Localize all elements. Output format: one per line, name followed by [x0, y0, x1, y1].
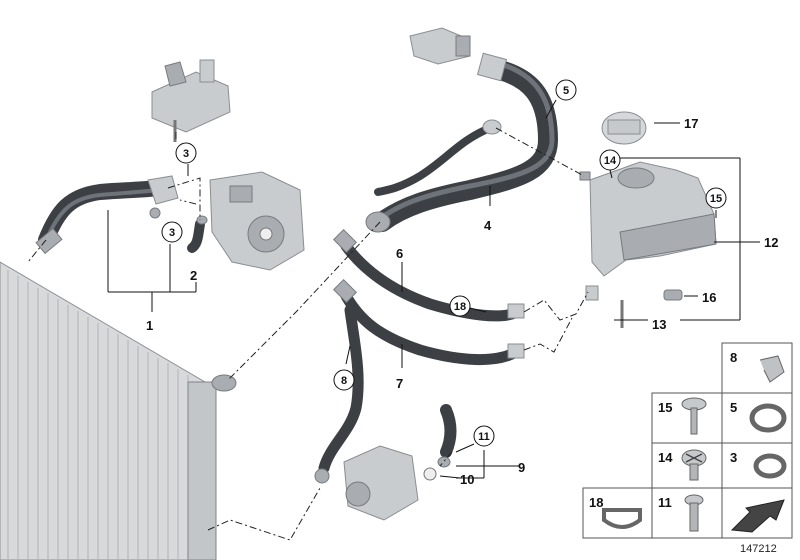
- leader-lines: [107, 99, 760, 479]
- svg-text:6: 6: [396, 246, 403, 261]
- svg-text:12: 12: [764, 235, 778, 250]
- thermostat-housing: [409, 27, 471, 65]
- callout-14: 14: [599, 149, 621, 171]
- svg-text:15: 15: [710, 193, 722, 205]
- svg-text:7: 7: [396, 376, 403, 391]
- hose-5: [372, 52, 558, 232]
- svg-text:2: 2: [190, 268, 197, 283]
- callout-6: 6: [396, 246, 403, 261]
- callout-4: 4: [484, 218, 492, 233]
- callout-13: 13: [652, 317, 666, 332]
- water-pump: [209, 171, 305, 271]
- hose-8: [314, 304, 364, 484]
- callout-12: 12: [764, 235, 778, 250]
- svg-text:18: 18: [589, 495, 603, 510]
- svg-text:3: 3: [169, 227, 175, 239]
- svg-text:3: 3: [730, 450, 737, 465]
- callout-5: 5: [555, 79, 577, 101]
- callout-18: 18: [449, 295, 471, 317]
- connection-lines: [27, 127, 589, 541]
- svg-text:5: 5: [730, 400, 737, 415]
- svg-text:3: 3: [183, 148, 189, 160]
- svg-text:5: 5: [563, 85, 569, 97]
- svg-text:15: 15: [658, 400, 672, 415]
- svg-text:11: 11: [478, 431, 490, 443]
- svg-text:17: 17: [684, 116, 698, 131]
- hardware-legend-grid: 8 15 5 14 3 18 11: [582, 342, 793, 539]
- callout-2: 2: [190, 268, 197, 283]
- callout-3-mid: 3: [161, 221, 183, 243]
- callout-15: 15: [705, 187, 727, 209]
- svg-text:11: 11: [658, 495, 672, 510]
- svg-text:8: 8: [730, 350, 737, 365]
- egr-cooler: [151, 59, 231, 142]
- diagram-reference-number: 147212: [740, 543, 777, 555]
- radiator: [0, 261, 237, 560]
- callout-8: 8: [333, 369, 355, 391]
- callout-10: 10: [460, 472, 474, 487]
- hose-2: [149, 207, 208, 253]
- hose-6: [332, 228, 525, 322]
- callout-17: 17: [684, 116, 698, 131]
- auxiliary-pump: [343, 404, 457, 521]
- callout-1: 1: [146, 318, 153, 333]
- svg-text:14: 14: [604, 155, 617, 167]
- svg-text:1: 1: [146, 318, 153, 333]
- hose-1: [35, 175, 179, 255]
- svg-text:8: 8: [341, 375, 347, 387]
- hose-7: [332, 278, 525, 366]
- svg-text:9: 9: [518, 460, 525, 475]
- svg-text:18: 18: [454, 301, 466, 313]
- callout-7: 7: [396, 376, 403, 391]
- callout-3-top: 3: [175, 142, 197, 164]
- svg-text:10: 10: [460, 472, 474, 487]
- expansion-tank: [579, 111, 717, 328]
- svg-text:13: 13: [652, 317, 666, 332]
- svg-text:4: 4: [484, 218, 492, 233]
- hose-4: [365, 119, 502, 233]
- callout-9: 9: [518, 460, 525, 475]
- legend-cell-5: [721, 392, 793, 444]
- callout-11: 11: [473, 425, 495, 447]
- svg-text:14: 14: [658, 450, 673, 465]
- svg-text:16: 16: [702, 290, 716, 305]
- callout-16: 16: [702, 290, 716, 305]
